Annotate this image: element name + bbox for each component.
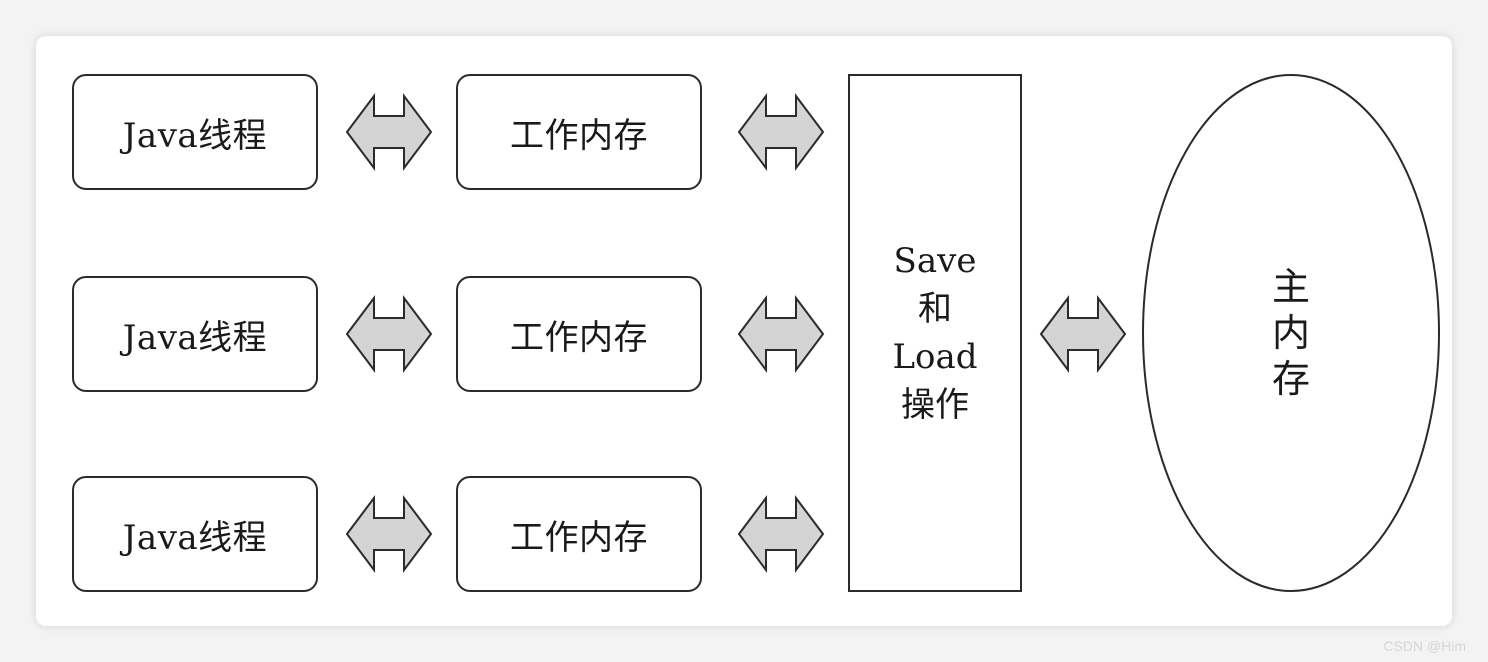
double-arrow-icon (737, 93, 825, 171)
java-thread-box-2: Java线程 (72, 276, 318, 392)
main-memory-ellipse (1142, 74, 1440, 592)
main-memory-label: 主 内 存 (1140, 72, 1442, 594)
java-thread-box-1: Java线程 (72, 74, 318, 190)
main-memory-char: 内 (1271, 311, 1310, 355)
working-memory-box-3: 工作内存 (456, 476, 702, 592)
working-memory-label: 工作内存 (510, 517, 648, 558)
double-arrow-icon (1039, 295, 1127, 373)
java-thread-label: Java线程 (122, 115, 268, 156)
save-load-operations-box: Save 和 Load 操作 (848, 74, 1022, 592)
main-memory-node: 主 内 存 (1140, 72, 1442, 594)
operations-line: Save (893, 241, 977, 281)
watermark: CSDN @Him (1383, 638, 1466, 654)
java-thread-box-3: Java线程 (72, 476, 318, 592)
java-thread-label: Java线程 (122, 317, 268, 358)
working-memory-box-2: 工作内存 (456, 276, 702, 392)
double-arrow-icon (345, 495, 433, 573)
main-memory-char: 主 (1271, 265, 1310, 309)
double-arrow-icon (345, 295, 433, 373)
double-arrow-icon (345, 93, 433, 171)
operations-line: Load (892, 337, 978, 377)
main-memory-char: 存 (1271, 357, 1310, 401)
double-arrow-icon (737, 495, 825, 573)
double-arrow-icon (737, 295, 825, 373)
java-thread-label: Java线程 (122, 517, 268, 558)
operations-line: 操作 (901, 385, 969, 425)
working-memory-box-1: 工作内存 (456, 74, 702, 190)
working-memory-label: 工作内存 (510, 115, 648, 156)
operations-line: 和 (918, 289, 952, 329)
working-memory-label: 工作内存 (510, 317, 648, 358)
